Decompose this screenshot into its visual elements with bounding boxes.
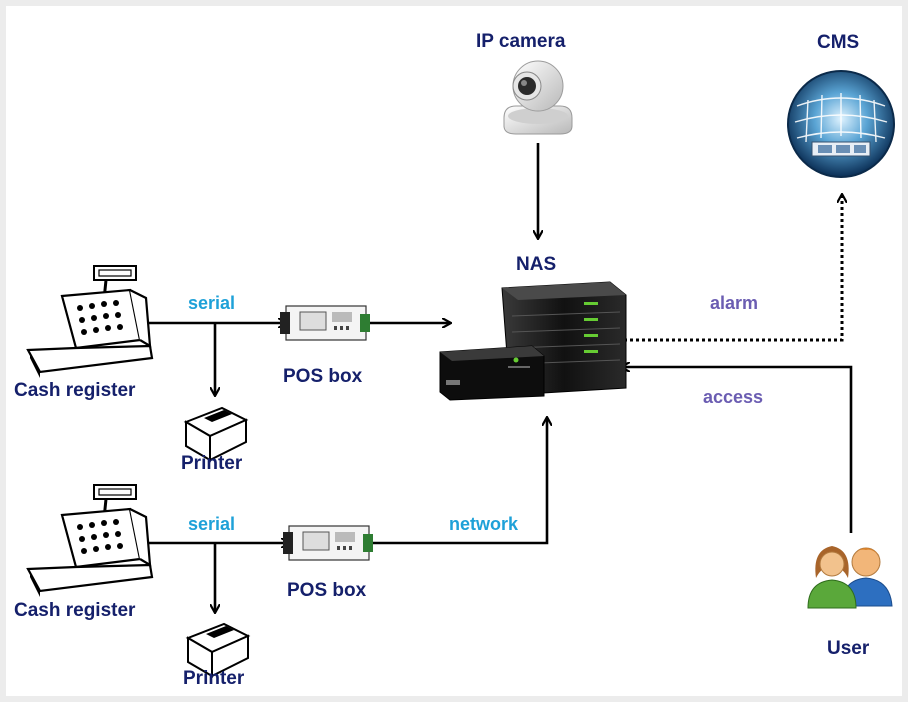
cash-register-1-icon	[26, 265, 154, 378]
pos-box-2-label: POS box	[287, 580, 367, 601]
cash-register-2-label: Cash register	[14, 600, 136, 621]
cms-icon	[787, 70, 895, 178]
network-link-label: network	[449, 514, 519, 534]
alarm-link-label: alarm	[710, 293, 759, 313]
access-link-label: access	[703, 387, 764, 407]
printer-1-label: Printer	[181, 453, 243, 474]
user-access-arrow	[622, 367, 853, 533]
printer-1-icon	[183, 406, 249, 462]
connectors	[146, 143, 853, 612]
printer-2-icon	[185, 622, 251, 678]
cash-register-1-label: Cash register	[14, 380, 136, 401]
ip-camera-label: IP camera	[476, 31, 566, 52]
cms-label: CMS	[817, 32, 860, 53]
ip-camera-icon	[503, 60, 573, 135]
pos-box-1-label: POS box	[283, 366, 363, 387]
nas-icon	[439, 281, 627, 401]
alarm-link-arrow	[624, 195, 842, 342]
nas-label: NAS	[516, 254, 557, 275]
serial-link-2-label: serial	[188, 514, 236, 534]
user-icon	[807, 546, 893, 609]
pos-box-2-icon	[283, 525, 373, 561]
pos-box-1-icon	[280, 305, 370, 341]
serial-link-1-label: serial	[188, 293, 236, 313]
network-link-arrow	[372, 418, 547, 545]
printer-2-label: Printer	[183, 668, 245, 689]
user-label: User	[827, 638, 870, 659]
cash-register-2-icon	[26, 484, 154, 597]
